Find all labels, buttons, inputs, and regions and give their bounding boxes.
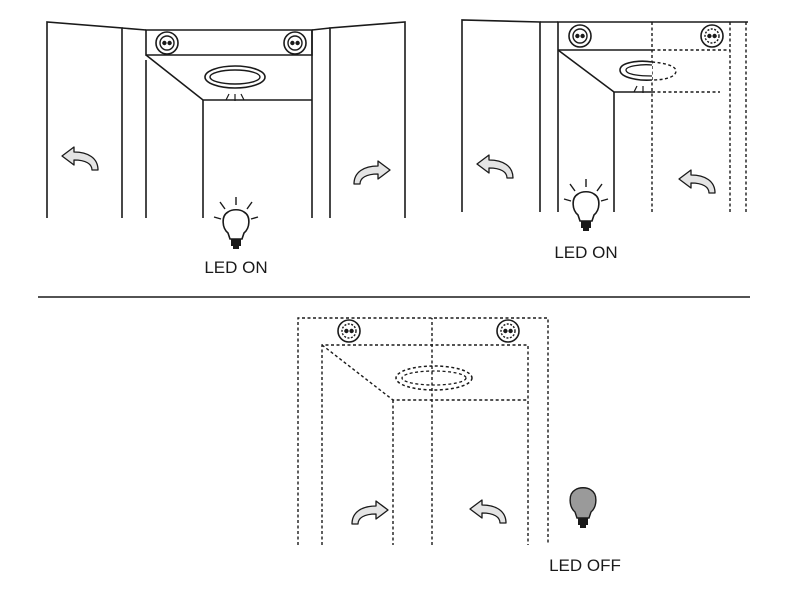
screw-icon: [496, 319, 520, 343]
panel-doors-closed: LED OFF: [297, 317, 621, 575]
curved-arrow-icon: [469, 499, 507, 524]
curved-arrow-icon: [678, 169, 716, 194]
cabinet-frame: [461, 19, 748, 212]
round-led-lamp-icon: [619, 60, 677, 93]
curved-arrow-icon: [351, 500, 389, 525]
bulb-lit-icon: [563, 178, 609, 232]
screw-icon: [155, 31, 179, 55]
panel-doors-open: LED ON: [46, 21, 406, 277]
cabinet-frame: [46, 21, 406, 218]
round-led-lamp-icon: [204, 65, 266, 101]
screw-icon: [337, 319, 361, 343]
curved-arrow-icon: [353, 160, 391, 185]
screw-icon: [568, 24, 592, 48]
closed-cabinet-outline: [297, 317, 549, 545]
panel-door-closing: LED ON: [461, 19, 748, 262]
screw-icon: [700, 24, 724, 48]
bulb-lit-icon: [213, 196, 259, 250]
closed-door-outline: [651, 22, 747, 212]
led-status-label: LED ON: [554, 243, 617, 262]
curved-arrow-icon: [61, 146, 99, 171]
led-status-label: LED ON: [204, 258, 267, 277]
bulb-off-icon: [569, 487, 597, 528]
curved-arrow-icon: [476, 154, 514, 179]
round-led-lamp-icon: [395, 365, 473, 391]
screw-icon: [283, 31, 307, 55]
led-status-label: LED OFF: [549, 556, 621, 575]
